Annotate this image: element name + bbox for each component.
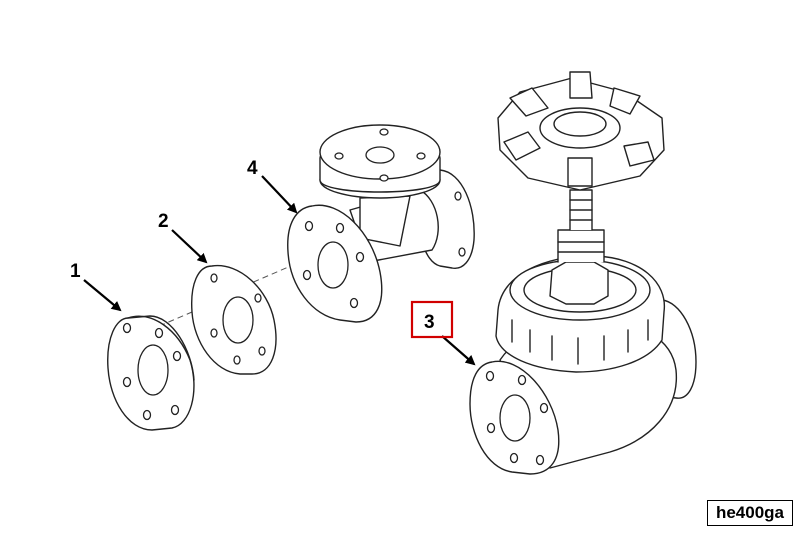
callout-4-label: 4: [247, 158, 258, 179]
part-4-tee: [287, 124, 475, 323]
callout-3-leader: [441, 335, 476, 366]
part-3-globe-valve: [469, 71, 697, 475]
part-1-flange: [107, 315, 195, 431]
callout-3-highlight-box: [410, 300, 454, 339]
part-2-gasket: [191, 265, 277, 375]
callout-4-leader: [261, 175, 298, 214]
callout-2-leader: [171, 229, 208, 264]
figure-id-label: he400ga: [707, 500, 793, 526]
callout-1-leader: [83, 279, 122, 312]
callout-2-label: 2: [158, 211, 169, 232]
callout-1-label: 1: [70, 261, 81, 282]
callout-3-label: 3: [424, 312, 435, 333]
